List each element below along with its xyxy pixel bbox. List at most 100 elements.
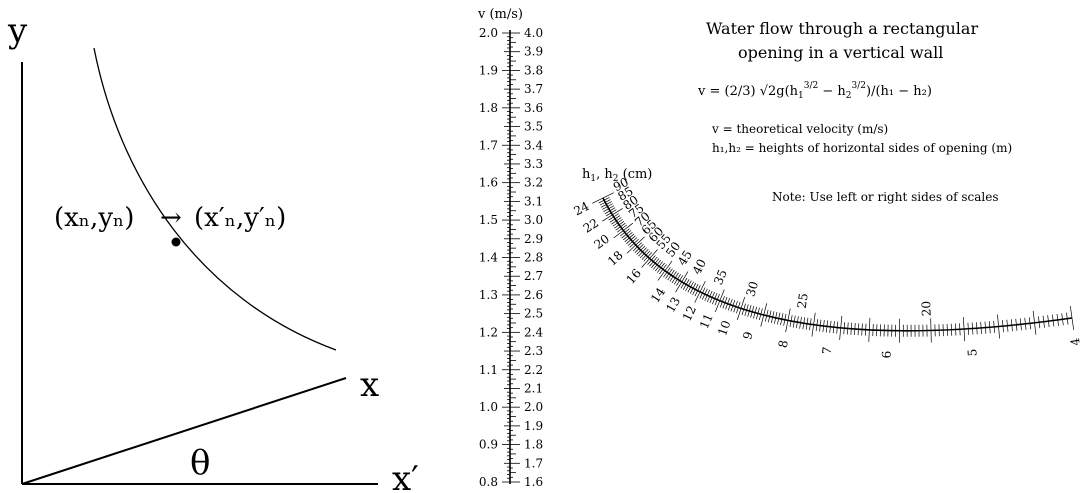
h-inner-label: 5 xyxy=(965,348,979,357)
h-inner-label: 16 xyxy=(623,266,644,287)
nomogram-title-line1: Water flow through a rectangular xyxy=(706,19,978,38)
h-inner-label: 8 xyxy=(776,339,791,349)
h-tick xyxy=(774,311,778,324)
nomogram-note: Note: Use left or right sides of scales xyxy=(772,190,998,204)
h-tick xyxy=(608,213,619,221)
h-tick xyxy=(736,301,741,314)
h-outer-label: 30 xyxy=(743,280,761,299)
h-tick xyxy=(976,322,978,335)
h-tick xyxy=(1051,314,1055,327)
h-tick xyxy=(950,323,953,336)
h-tick xyxy=(1056,313,1059,326)
h-tick xyxy=(602,208,623,222)
h-tick xyxy=(954,323,957,336)
h-tick xyxy=(687,281,694,293)
h-tick xyxy=(626,235,636,244)
h-inner-label: 6 xyxy=(880,351,894,359)
v-right-tick-label: 2.6 xyxy=(524,288,543,302)
h-tick xyxy=(694,280,706,303)
h-tick xyxy=(980,321,982,334)
h-tick xyxy=(770,311,775,324)
nomogram: 2.01.91.81.71.61.51.41.31.21.11.00.90.8 … xyxy=(477,7,1083,489)
h-tick xyxy=(861,323,863,336)
angle-label: θ xyxy=(190,443,210,483)
v-scale-ticks xyxy=(502,32,520,483)
h-tick xyxy=(694,285,701,297)
h-tick xyxy=(598,197,610,204)
h-tick xyxy=(663,267,671,278)
h-tick xyxy=(627,237,638,246)
h-inner-label: 12 xyxy=(680,303,699,323)
v-right-tick-label: 3.8 xyxy=(524,63,543,77)
h-tick xyxy=(868,317,871,342)
v-left-tick-label: 1.8 xyxy=(479,101,498,115)
h-outer-label: 90 xyxy=(611,175,631,194)
h-tick xyxy=(811,312,816,337)
v-right-tick-label: 3.7 xyxy=(524,82,543,96)
h-tick xyxy=(753,306,758,319)
h-tick xyxy=(655,261,663,272)
h-tick xyxy=(1010,319,1013,332)
h-tick xyxy=(832,321,835,334)
h-tick xyxy=(624,233,635,243)
h-tick xyxy=(815,319,819,332)
h-tick xyxy=(959,323,961,336)
h-tick xyxy=(673,273,681,285)
v-left-tick-label: 2.0 xyxy=(479,26,498,40)
h-tick xyxy=(692,283,699,295)
h-tick xyxy=(725,298,731,310)
v-right-tick-label: 2.1 xyxy=(524,381,543,395)
h-tick xyxy=(997,314,1000,339)
v-right-tick-label: 2.4 xyxy=(524,325,543,339)
h-tick xyxy=(649,256,658,267)
v-right-tick-label: 1.9 xyxy=(524,419,543,433)
h-inner-label: 13 xyxy=(663,295,683,315)
h-tick xyxy=(1024,317,1027,330)
v-right-tick-label: 1.6 xyxy=(524,475,543,489)
h-tick xyxy=(706,290,713,303)
h-inner-label: 20 xyxy=(591,232,612,252)
h-tick xyxy=(993,320,996,333)
h-tick xyxy=(603,205,615,212)
h-tick xyxy=(641,250,651,260)
h-tick xyxy=(839,315,843,340)
h-tick xyxy=(825,320,829,333)
h-tick xyxy=(636,245,646,255)
h-tick xyxy=(733,300,738,313)
legend-v: v = theoretical velocity (m/s) xyxy=(711,122,888,136)
h-tick xyxy=(850,322,853,335)
v-scale-left-labels: 2.01.91.81.71.61.51.41.31.21.11.00.90.8 xyxy=(479,26,498,489)
h-tick xyxy=(846,322,849,335)
v-right-tick-label: 2.9 xyxy=(524,232,543,246)
v-right-tick-label: 3.1 xyxy=(524,194,543,208)
h-tick xyxy=(701,288,708,300)
h-outer-label: 45 xyxy=(675,248,695,268)
v-left-tick-label: 1.9 xyxy=(479,63,498,77)
h-tick xyxy=(802,317,806,330)
h-outer-label: 35 xyxy=(711,267,730,287)
h-tick xyxy=(756,307,760,320)
h-tick xyxy=(621,230,632,239)
h-tick xyxy=(1006,319,1009,332)
h-inner-label: 7 xyxy=(820,346,835,355)
v-right-tick-label: 3.5 xyxy=(524,120,543,134)
h-tick xyxy=(680,277,688,289)
h-tick xyxy=(829,320,832,333)
h-tick xyxy=(604,207,616,215)
h-tick xyxy=(1032,310,1037,335)
h-outer-label: 20 xyxy=(919,301,933,317)
h-tick xyxy=(1042,315,1045,328)
v-right-tick-label: 3.2 xyxy=(524,176,543,190)
h-tick xyxy=(719,296,725,308)
v-left-tick-label: 1.4 xyxy=(479,251,498,265)
h-tick xyxy=(767,310,772,323)
h-scale-label: h1, h2 (cm) xyxy=(582,167,652,184)
h-tick xyxy=(777,312,781,325)
h-tick xyxy=(669,271,677,282)
v-left-tick-label: 0.9 xyxy=(479,438,498,452)
h-tick xyxy=(785,308,791,333)
h-tick xyxy=(836,321,839,334)
v-right-tick-label: 3.6 xyxy=(524,101,543,115)
v-left-tick-label: 0.8 xyxy=(479,475,498,489)
